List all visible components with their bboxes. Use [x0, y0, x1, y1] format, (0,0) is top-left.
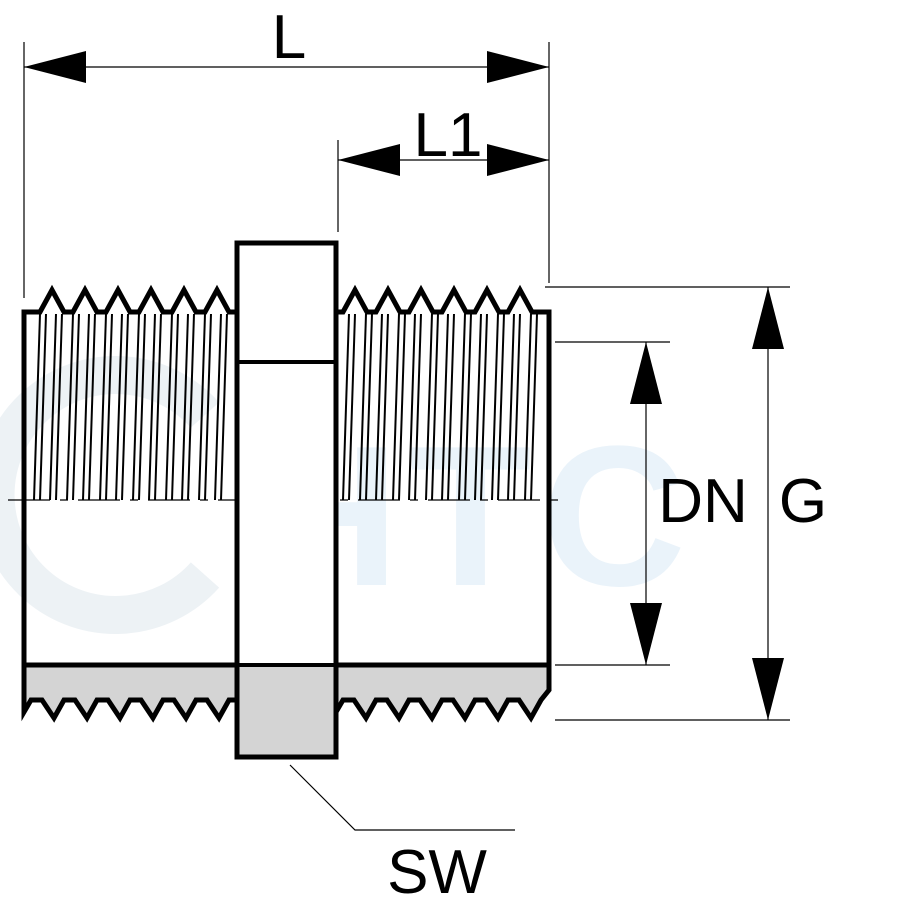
extension-lines [23, 42, 790, 721]
leader-SW: SW [289, 764, 515, 900]
left-section-fill [21, 662, 240, 723]
hex-collar-section [239, 665, 334, 755]
label-G: G [779, 467, 827, 536]
right-thread-hatching [342, 313, 538, 501]
left-thread-hatching [33, 313, 228, 501]
dimension-L1: L1 [338, 101, 549, 176]
arrowhead-left-icon [338, 144, 400, 176]
label-SW: SW [387, 838, 487, 900]
arrowhead-right-icon [487, 144, 549, 176]
dimension-DN: DN [630, 342, 748, 665]
arrowhead-left-icon [24, 51, 86, 83]
arrowhead-down-icon [752, 658, 784, 720]
watermark: HTC [0, 356, 686, 634]
hex-collar-outline [234, 240, 339, 760]
dimension-L: L [24, 3, 549, 83]
label-DN: DN [658, 467, 748, 536]
dimension-G: G [752, 287, 827, 720]
right-section-fill [333, 662, 552, 723]
arrowhead-right-icon [487, 51, 549, 83]
arrowhead-up-icon [752, 287, 784, 349]
left-thread-body [21, 284, 237, 665]
arrowhead-down-icon [630, 603, 662, 665]
arrowhead-up-icon [630, 342, 662, 404]
label-L: L [272, 3, 306, 72]
label-L1: L1 [414, 101, 483, 170]
right-thread-body [336, 284, 552, 665]
